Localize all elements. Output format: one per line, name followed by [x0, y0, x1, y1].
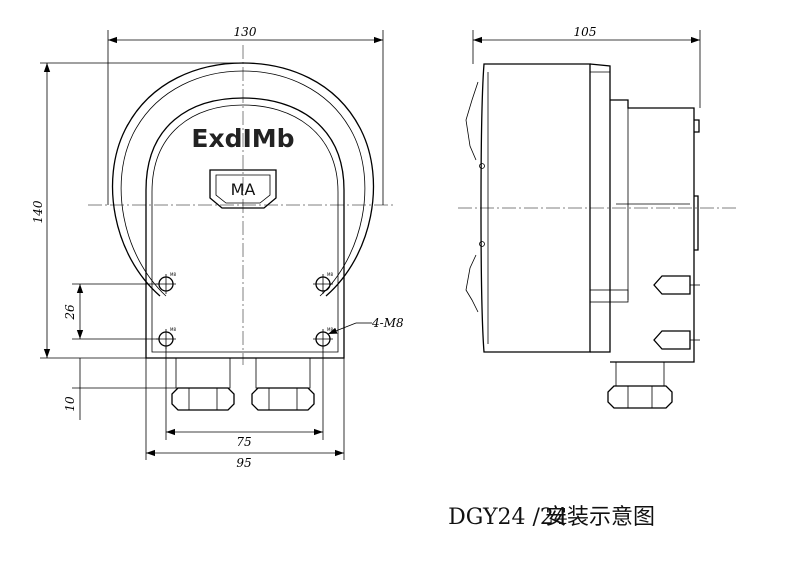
mounting-hole-top-right: M8 — [313, 272, 333, 294]
svg-text:M8: M8 — [327, 327, 333, 332]
svg-text:M8: M8 — [327, 272, 333, 277]
side-rear-housing — [589, 63, 611, 353]
side-bolts — [653, 119, 700, 350]
front-plate-inner-outline — [151, 104, 339, 353]
svg-text:M8: M8 — [170, 272, 176, 277]
front-view: ExdIMb MA M8 M8 M8 M8 — [31, 25, 404, 470]
caption-title: 安装示意图 — [545, 505, 655, 530]
caption: DGY24 /24 安装示意图 — [448, 505, 655, 530]
brand-marking: ExdIMb — [191, 124, 294, 153]
dim-75-label: 75 — [236, 435, 251, 449]
cable-glands — [171, 357, 315, 411]
hole-callout-label: 4-M8 — [371, 316, 404, 330]
ma-badge: MA — [209, 169, 277, 209]
side-cover-lugs — [465, 81, 479, 313]
housing-inner-outline — [120, 70, 366, 297]
dim-105-label: 105 — [574, 25, 597, 39]
mounting-hole-top-left: M8 — [156, 272, 176, 294]
caption-model: DGY24 /24 — [448, 505, 568, 530]
dim-95-label: 95 — [236, 456, 251, 470]
mounting-hole-bottom-right: M8 — [313, 327, 333, 349]
side-cable-gland — [607, 361, 673, 409]
ma-badge-text: MA — [231, 180, 256, 199]
side-view: 105 — [458, 25, 738, 409]
mounting-hole-bottom-left: M8 — [156, 327, 176, 349]
front-plate-outline — [145, 97, 345, 359]
svg-text:M8: M8 — [170, 327, 176, 332]
dim-130-label: 130 — [234, 25, 257, 39]
dim-10-label: 10 — [63, 396, 77, 412]
dim-26-label: 26 — [63, 304, 77, 321]
hole-callout-leader — [327, 322, 357, 335]
side-rear-plate — [610, 99, 695, 363]
side-body-outline — [480, 63, 591, 353]
dim-140-label: 140 — [31, 200, 45, 223]
